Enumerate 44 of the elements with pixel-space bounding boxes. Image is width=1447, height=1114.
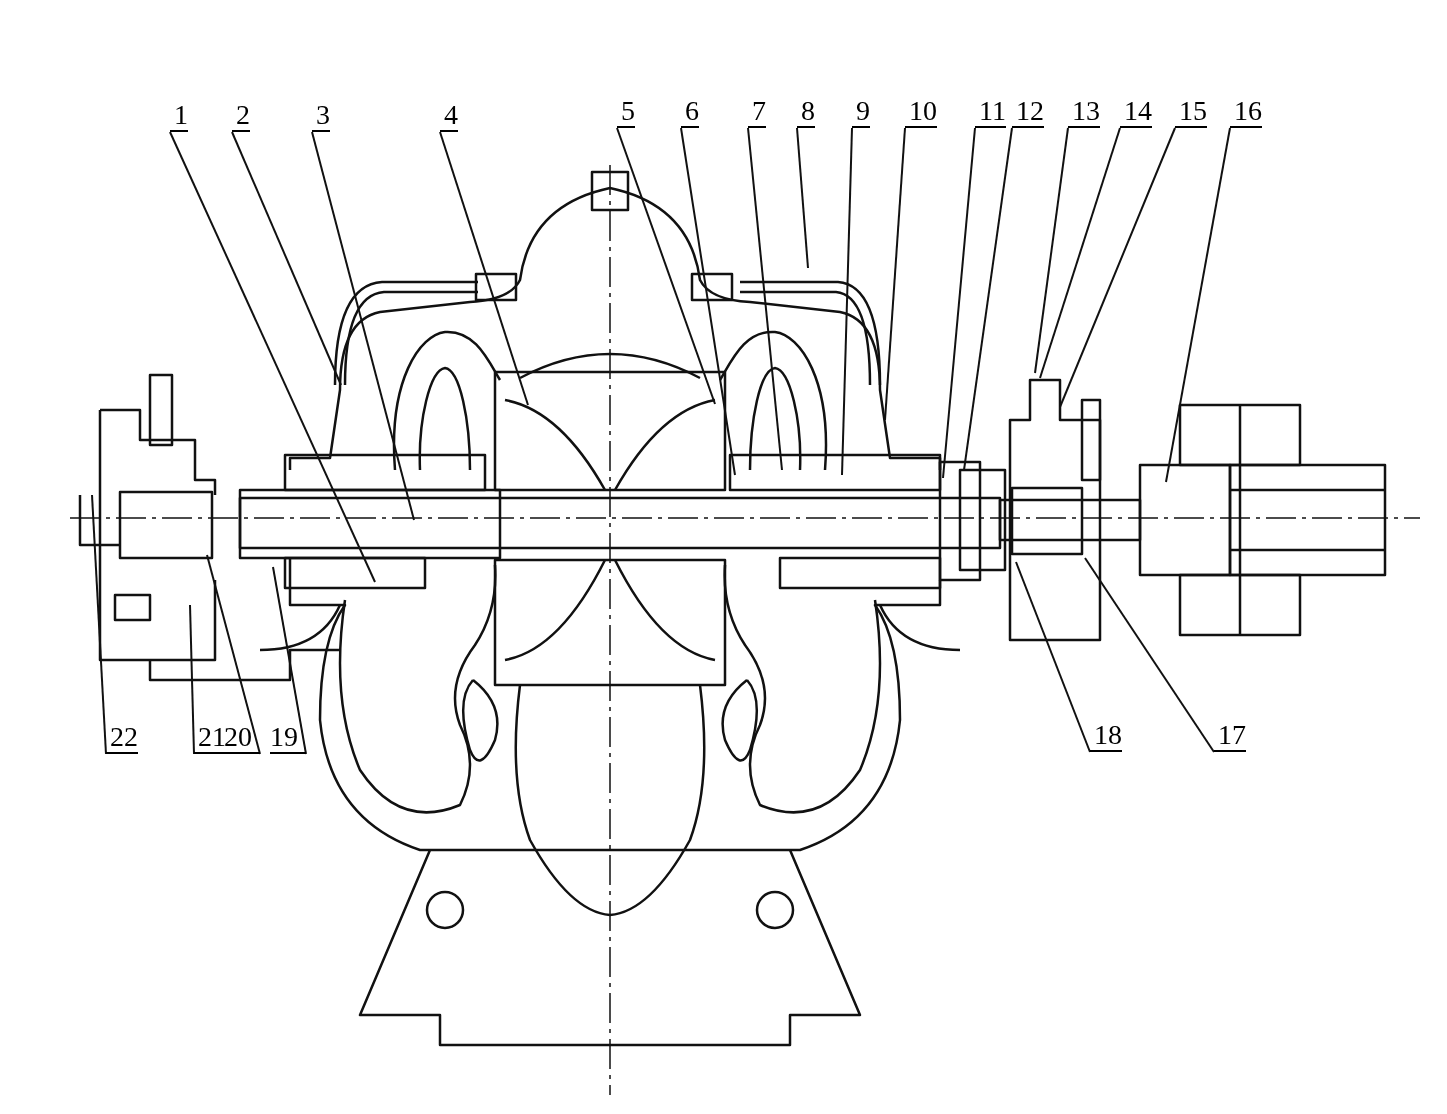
callout-number: 8 xyxy=(797,96,815,128)
leader-line xyxy=(616,127,716,405)
leader-line xyxy=(796,127,809,269)
leader-line xyxy=(1059,127,1176,408)
callout-number: 5 xyxy=(617,96,635,128)
leader-line xyxy=(206,554,261,755)
callout-number: 3 xyxy=(312,100,330,132)
leader-line xyxy=(884,127,906,421)
callout-number: 17 xyxy=(1214,720,1246,752)
leader-line xyxy=(1015,561,1091,753)
leader-line xyxy=(311,131,415,521)
callout-number: 4 xyxy=(440,100,458,132)
callout-number: 14 xyxy=(1120,96,1152,128)
leader-line xyxy=(439,131,529,406)
callout-number: 9 xyxy=(852,96,870,128)
leader-line xyxy=(1084,557,1215,753)
callout-number: 7 xyxy=(748,96,766,128)
callout-number: 11 xyxy=(975,96,1006,128)
leader-line xyxy=(963,127,1013,471)
leader-line xyxy=(942,127,976,479)
callout-number: 13 xyxy=(1068,96,1100,128)
callout-number: 22 xyxy=(106,722,138,754)
callout-number: 21 xyxy=(194,722,226,754)
leader-line xyxy=(1039,127,1121,379)
callout-number: 12 xyxy=(1012,96,1044,128)
callout-number: 10 xyxy=(905,96,937,128)
leader-line xyxy=(747,127,783,471)
leader-line xyxy=(189,604,195,755)
leader-line xyxy=(91,494,107,755)
callout-number: 1 xyxy=(170,100,188,132)
leader-line xyxy=(841,127,853,476)
leader-line xyxy=(231,131,342,386)
callout-number: 2 xyxy=(232,100,250,132)
leader-line xyxy=(169,131,376,583)
callout-number: 6 xyxy=(681,96,699,128)
leader-line xyxy=(272,566,307,755)
callout-number: 19 xyxy=(270,722,306,754)
callout-number: 15 xyxy=(1175,96,1207,128)
leader-line xyxy=(1165,127,1231,483)
leader-line xyxy=(1034,127,1069,374)
leader-line xyxy=(680,127,736,476)
callout-number: 20 xyxy=(224,722,260,754)
callout-number: 18 xyxy=(1090,720,1122,752)
callout-number: 16 xyxy=(1230,96,1262,128)
